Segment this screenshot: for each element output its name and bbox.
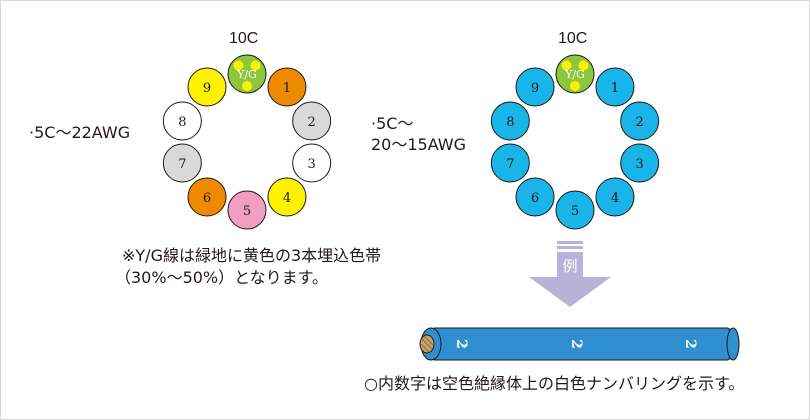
right-wire-3: 3 <box>620 143 660 183</box>
right-wire-2: 2 <box>620 101 660 141</box>
example-label: 例 <box>562 257 577 275</box>
right-wire-number: 7 <box>506 157 514 172</box>
right-wire-insulation <box>490 143 530 183</box>
right-wire-5: 5 <box>555 190 595 230</box>
right-wire-insulation <box>490 101 530 141</box>
right-ground-stripe <box>578 60 589 71</box>
left-wire-insulation <box>187 177 227 217</box>
example-cable: 2 2 2 <box>419 327 740 361</box>
left-wire-insulation <box>292 101 332 141</box>
right-ground-wire: Y/G <box>555 54 595 94</box>
right-wire-1: 1 <box>595 67 635 107</box>
left-diagram-title: 10C <box>229 30 259 47</box>
yg-note-line1: ※Y/G線は緑地に黄色の3本埋込色帯 <box>122 246 382 265</box>
left-wire-insulation <box>162 101 202 141</box>
numbering-footnote: ○内数字は空色絶縁体上の白色ナンバリングを示す。 <box>364 374 745 393</box>
right-wire-6: 6 <box>515 177 555 217</box>
right-wire-ring: 1 2 3 4 5 6 7 8 9 Y/G <box>490 54 660 230</box>
left-ground-wire: Y/G <box>227 54 267 94</box>
left-ground-stripe <box>242 81 252 91</box>
yg-note-line2: （30%〜50%）となります。 <box>115 268 329 287</box>
left-wire-insulation <box>267 177 307 217</box>
right-diagram-title: 10C <box>558 30 588 47</box>
left-wire-7: 7 <box>162 143 202 183</box>
left-wire-insulation <box>267 67 307 107</box>
left-wire-3: 3 <box>292 143 332 183</box>
left-wire-number: 8 <box>178 115 186 130</box>
right-wire-number: 8 <box>506 115 514 130</box>
left-wire-number: 6 <box>203 191 211 206</box>
left-wire-4: 4 <box>267 177 307 217</box>
right-wire-4: 4 <box>595 177 635 217</box>
right-wire-9: 9 <box>515 67 555 107</box>
right-wire-insulation <box>620 101 660 141</box>
left-wire-number: 1 <box>283 81 291 96</box>
left-wire-ring: 1 2 3 4 5 6 7 8 9 Y/G <box>162 54 332 230</box>
cable-number-2: 2 <box>568 339 584 349</box>
left-wire-number: 5 <box>243 204 251 219</box>
left-wire-number: 3 <box>308 157 316 172</box>
left-wire-2: 2 <box>292 101 332 141</box>
left-wire-insulation <box>227 190 267 230</box>
right-wire-number: 4 <box>611 191 619 206</box>
right-wire-number: 2 <box>636 115 644 130</box>
right-wire-number: 6 <box>531 191 539 206</box>
right-ground-stripe <box>570 81 580 91</box>
left-ground-stripe <box>233 60 244 71</box>
right-wire-insulation <box>515 177 555 217</box>
left-wire-number: 9 <box>203 81 211 96</box>
right-wire-number: 1 <box>611 81 619 96</box>
left-wire-number: 4 <box>283 191 291 206</box>
cable-number-3: 2 <box>682 339 698 349</box>
right-wire-number: 3 <box>636 157 644 172</box>
left-wire-9: 9 <box>187 67 227 107</box>
right-diagram-spec-line2: 20〜15AWG <box>371 135 467 154</box>
right-wire-8: 8 <box>490 101 530 141</box>
left-wire-insulation <box>187 67 227 107</box>
left-wire-number: 2 <box>308 115 316 130</box>
right-wire-insulation <box>555 190 595 230</box>
right-wire-number: 5 <box>571 204 579 219</box>
example-arrow: 例 <box>529 241 611 307</box>
left-wire-8: 8 <box>162 101 202 141</box>
left-ground-label: Y/G <box>236 68 257 81</box>
right-wire-insulation <box>595 67 635 107</box>
right-wire-insulation <box>515 67 555 107</box>
left-wire-insulation <box>292 143 332 183</box>
left-wire-1: 1 <box>267 67 307 107</box>
right-ground-label: Y/G <box>564 68 585 81</box>
right-wire-number: 9 <box>531 81 539 96</box>
left-wire-insulation <box>162 143 202 183</box>
right-wire-7: 7 <box>490 143 530 183</box>
left-wire-5: 5 <box>227 190 267 230</box>
cable-number-1: 2 <box>453 339 469 349</box>
left-ground-stripe <box>250 60 261 71</box>
right-ground-stripe <box>561 60 572 71</box>
left-wire-6: 6 <box>187 177 227 217</box>
right-wire-insulation <box>595 177 635 217</box>
right-wire-insulation <box>620 143 660 183</box>
left-diagram-spec: ·5C〜22AWG <box>29 123 131 142</box>
right-diagram-spec-line1: ·5C〜 <box>371 114 414 133</box>
left-wire-number: 7 <box>178 157 186 172</box>
